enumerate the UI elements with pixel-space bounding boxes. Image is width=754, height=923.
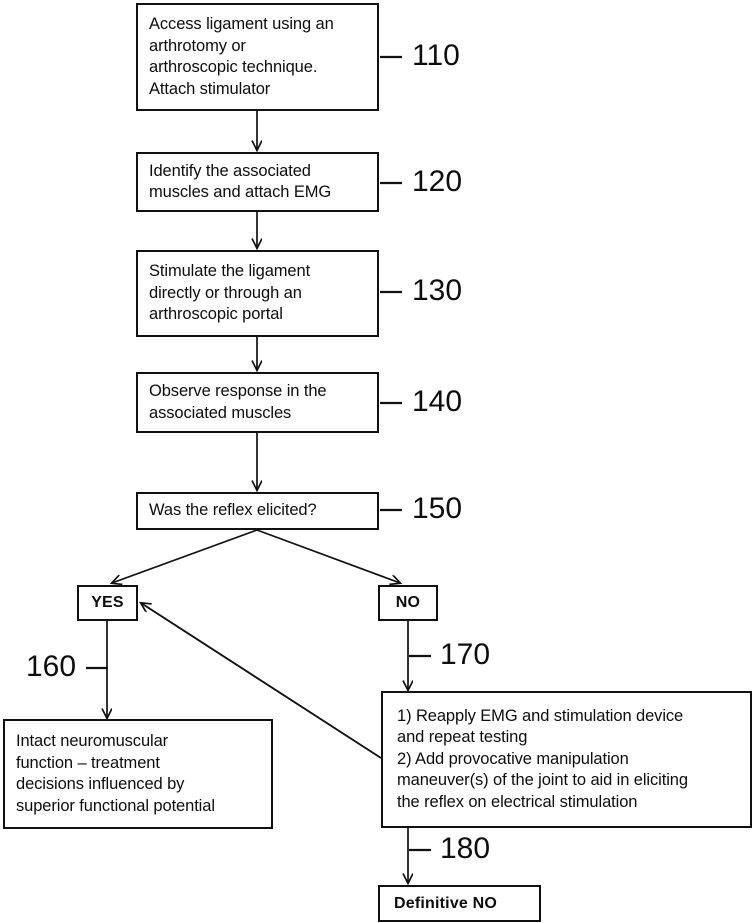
branch-box-no-text: NO	[395, 594, 421, 612]
outcome-box-160-text: Intact neuromuscular function – treatmen…	[16, 732, 215, 815]
outcome-box-160[interactable]: Intact neuromuscular function – treatmen…	[3, 719, 273, 829]
branch-box-no[interactable]: NO	[378, 585, 438, 621]
action-box-170-text: 1) Reapply EMG and stimulation device an…	[397, 706, 688, 811]
branch-box-yes-text: YES	[91, 594, 124, 612]
ref-label-180: 180	[440, 832, 491, 865]
ref-label-150: 150	[412, 492, 463, 525]
process-box-120[interactable]: Identify the associated muscles and atta…	[136, 152, 379, 212]
action-box-170[interactable]: 1) Reapply EMG and stimulation device an…	[381, 691, 752, 828]
process-box-110[interactable]: Access ligament using an arthrotomy or a…	[136, 3, 379, 111]
ref-label-170: 170	[440, 638, 491, 671]
edge-150-yes	[112, 529, 258, 583]
ref-label-110: 110	[412, 39, 460, 72]
outcome-box-180[interactable]: Definitive NO	[378, 885, 541, 922]
ref-label-130: 130	[412, 274, 463, 307]
decision-box-150[interactable]: Was the reflex elicited?	[136, 492, 379, 530]
process-box-140[interactable]: Observe response in the associated muscl…	[136, 372, 379, 433]
process-box-140-text: Observe response in the associated muscl…	[149, 382, 327, 422]
decision-box-150-text: Was the reflex elicited?	[149, 501, 317, 520]
ref-label-120: 120	[412, 165, 463, 198]
ref-label-140: 140	[412, 385, 463, 418]
process-box-120-text: Identify the associated muscles and atta…	[149, 161, 332, 202]
edge-150-no	[256, 529, 400, 583]
process-box-130-text: Stimulate the ligament directly or throu…	[149, 262, 311, 324]
outcome-box-180-text: Definitive NO	[394, 894, 498, 912]
ref-label-160: 160	[26, 650, 77, 683]
process-box-110-text: Access ligament using an arthrotomy or a…	[149, 15, 334, 98]
process-box-130[interactable]: Stimulate the ligament directly or throu…	[136, 250, 379, 337]
branch-box-yes[interactable]: YES	[77, 585, 138, 621]
